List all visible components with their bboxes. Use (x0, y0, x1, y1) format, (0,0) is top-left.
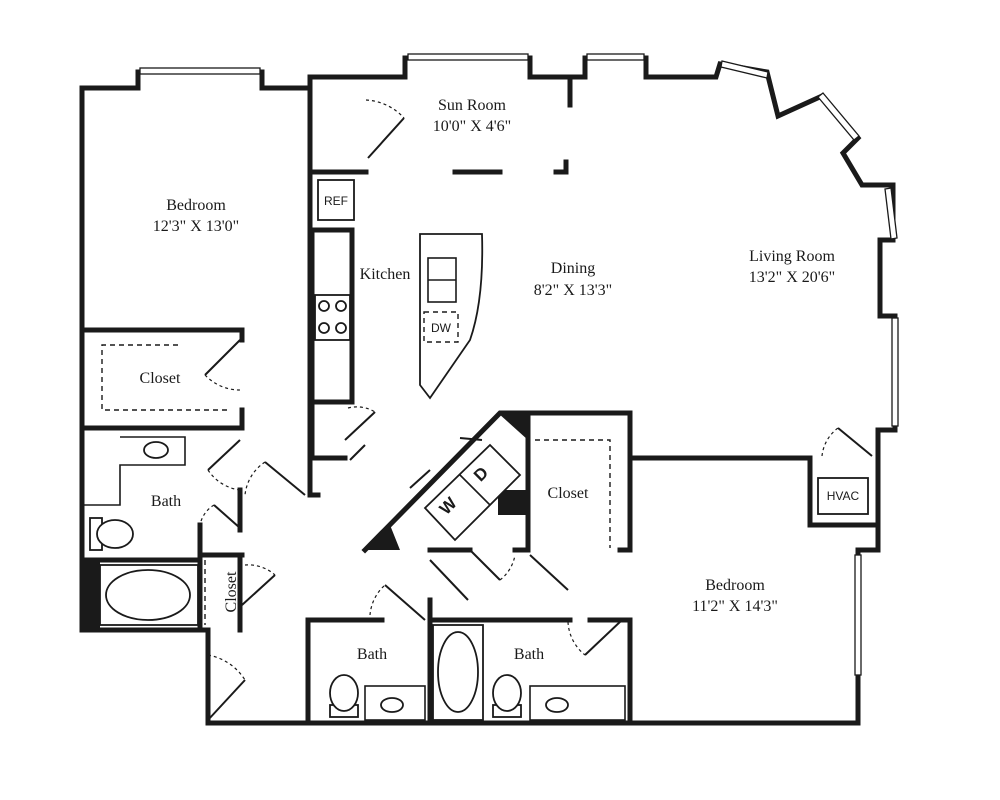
room-name: Bedroom (166, 197, 226, 214)
room-name: Bath (151, 493, 181, 510)
room-name: Closet (223, 571, 240, 612)
fixtures (84, 179, 869, 721)
refrigerator (317, 179, 355, 221)
room-dims: 10'0" X 4'6" (433, 118, 511, 135)
toilet-icon (89, 517, 134, 551)
room-name: Bath (357, 646, 387, 663)
closet-rod (101, 344, 230, 411)
room-name: Closet (140, 370, 181, 387)
washer-dryer (423, 443, 522, 542)
room-dims: 13'2" X 20'6" (749, 269, 835, 286)
sink-icon (143, 441, 169, 459)
kitchen-island (419, 233, 484, 400)
dishwasher (423, 311, 459, 343)
ref-label: REF (324, 194, 348, 208)
toilet-icon (329, 674, 359, 718)
room-dims: 11'2" X 14'3" (692, 598, 778, 615)
room-dims: 8'2" X 13'3" (534, 282, 612, 299)
hvac-unit (817, 477, 869, 515)
windows (139, 53, 899, 676)
interior-walls (79, 74, 881, 726)
room-name: Dining (551, 260, 595, 277)
room-dims: 12'3" X 13'0" (153, 218, 239, 235)
room-name: Sun Room (438, 97, 507, 114)
hvac-label: HVAC (827, 489, 860, 503)
room-name: Bedroom (705, 577, 765, 594)
sink-icon (545, 697, 569, 713)
toilet-icon (492, 674, 522, 718)
dw-label: DW (431, 321, 452, 335)
room-name: Closet (548, 485, 589, 502)
stove-icon (314, 294, 351, 341)
wall-blocks (82, 413, 528, 630)
room-name: Bath (514, 646, 544, 663)
room-labels: Sun Room 10'0" X 4'6" Bedroom 12'3" X 13… (140, 97, 836, 663)
room-name: Living Room (749, 248, 835, 265)
sink-icon (380, 697, 404, 713)
room-name: Kitchen (360, 266, 411, 283)
doors (199, 99, 873, 721)
fixture-labels: REF DW HVAC W D (324, 194, 860, 519)
exterior-walls (79, 55, 898, 726)
